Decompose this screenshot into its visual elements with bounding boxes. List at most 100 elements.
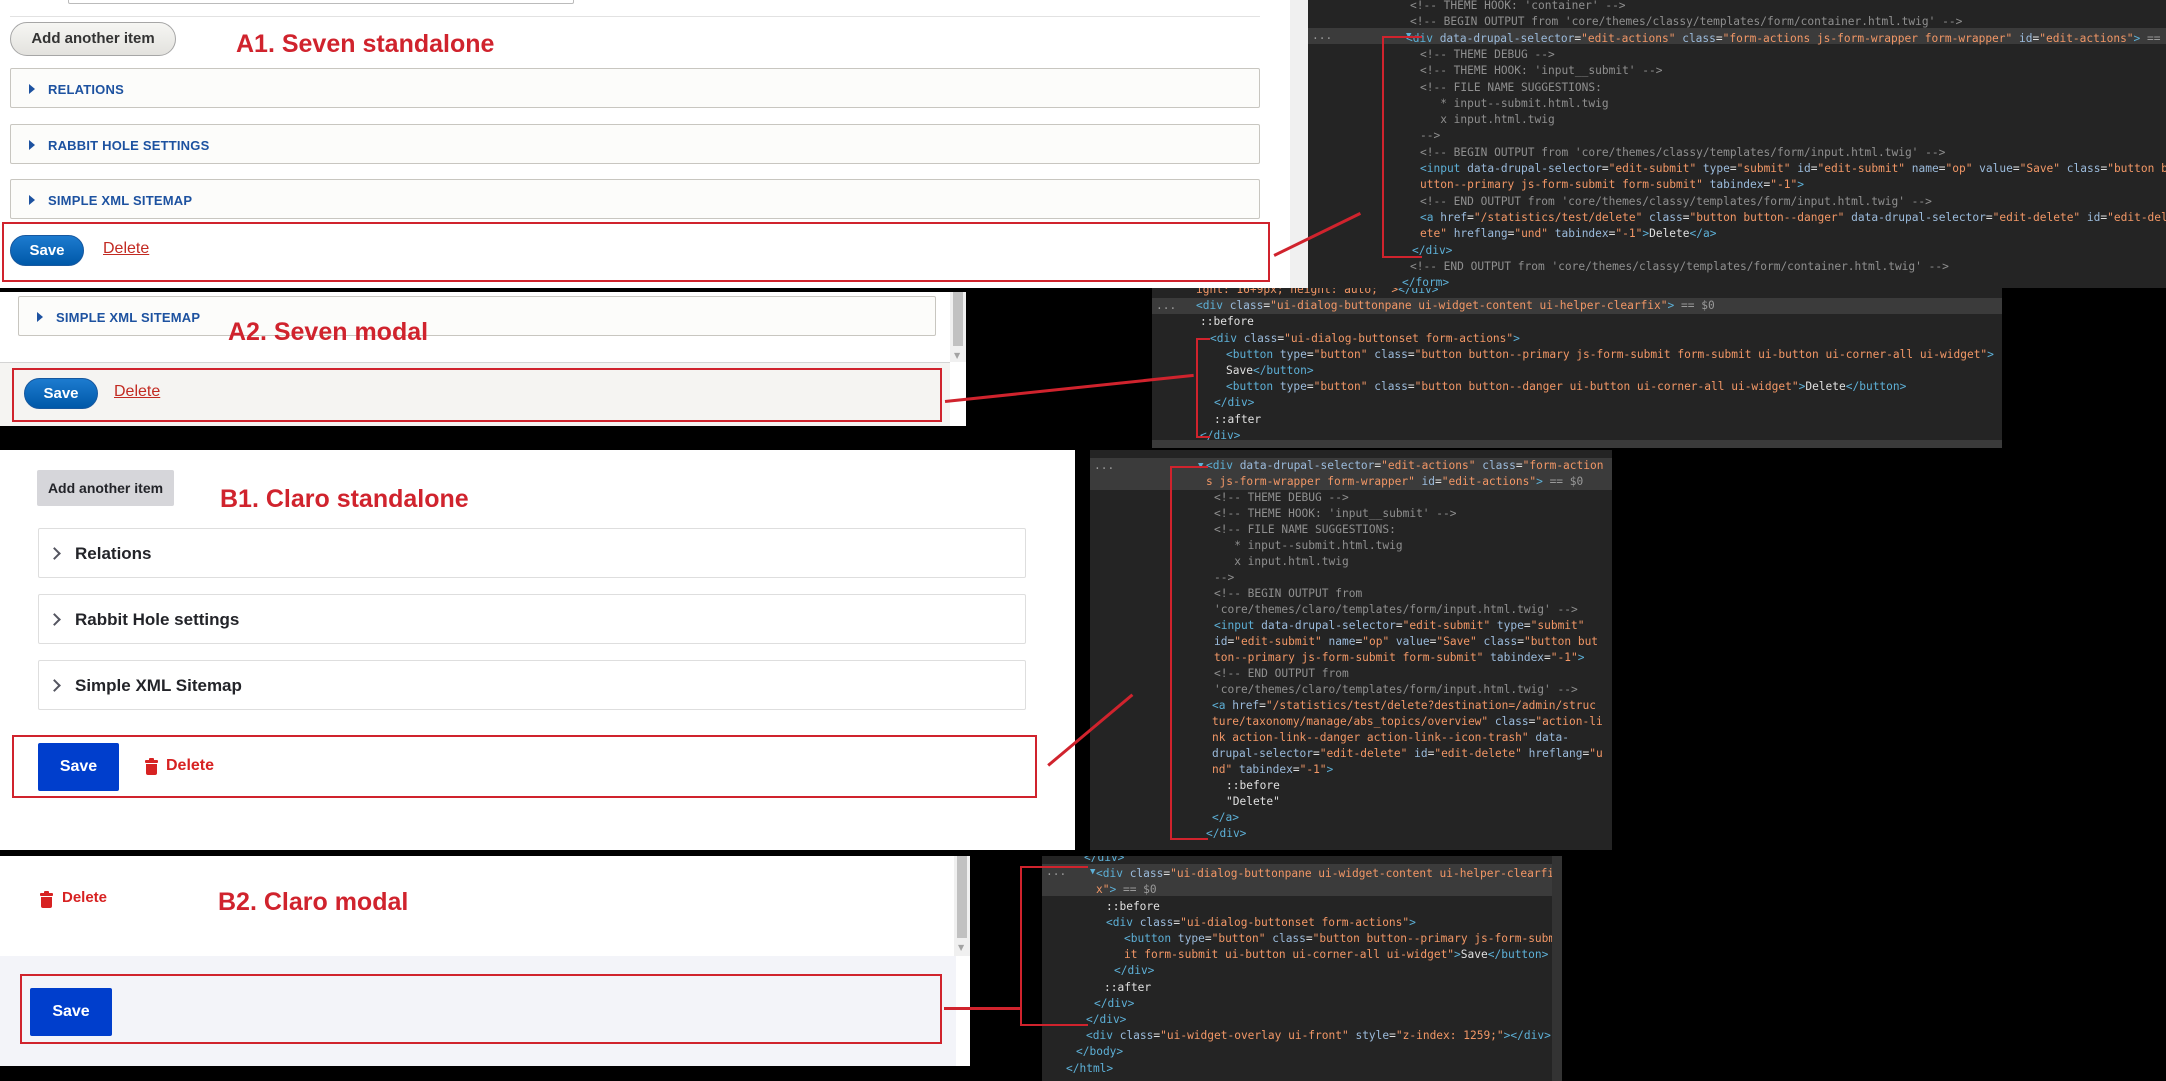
b1-code-line[interactable]: <input data-drupal-selector="edit-submit… xyxy=(1214,618,1585,634)
a2-code-line[interactable]: ::before xyxy=(1200,314,1254,330)
b1-code-line[interactable]: * input--submit.html.twig xyxy=(1214,538,1402,554)
b2-code-line[interactable]: </div> xyxy=(1086,1012,1126,1028)
b1-details-rabbit-hole[interactable]: Rabbit Hole settings xyxy=(38,594,1026,644)
b1-add-another-item-button[interactable]: Add another item xyxy=(37,470,174,506)
b1-code-line[interactable]: 'core/themes/claro/templates/form/input.… xyxy=(1214,682,1578,698)
a2-delete-link[interactable]: Delete xyxy=(114,383,161,400)
b1-code-line[interactable]: nk action-link--danger action-link--icon… xyxy=(1212,730,1569,746)
b1-code-line[interactable]: ::before xyxy=(1226,778,1280,794)
b1-details-simple-xml-sitemap[interactable]: Simple XML Sitemap xyxy=(38,660,1026,710)
b2-code-line[interactable]: </body> xyxy=(1076,1044,1123,1060)
b1-details-relations[interactable]: Relations xyxy=(38,528,1026,578)
b1-code-line[interactable]: s js-form-wrapper form-wrapper" id="edit… xyxy=(1206,474,1583,490)
a2-scrollbar-thumb[interactable] xyxy=(953,292,963,346)
b2-more-icon[interactable]: ... xyxy=(1046,865,1067,878)
a1-save-button[interactable]: Save xyxy=(10,235,84,266)
a1-code-token: = xyxy=(2100,162,2108,175)
a2-code-line[interactable]: <button type="button" class="button butt… xyxy=(1226,347,1994,363)
b2-code-line[interactable]: <div class="ui-dialog-buttonpane ui-widg… xyxy=(1096,866,1554,882)
b1-delete-link[interactable]: Delete xyxy=(166,757,215,774)
a2-code-line[interactable]: <div class="ui-dialog-buttonpane ui-widg… xyxy=(1196,298,1715,314)
b2-code-line[interactable]: </div> xyxy=(1084,856,1124,866)
a2-save-button[interactable]: Save xyxy=(24,378,98,409)
a1-code-line[interactable]: <!-- END OUTPUT from 'core/themes/classy… xyxy=(1410,259,1949,275)
b2-scroll-down-icon[interactable]: ▼ xyxy=(958,943,965,952)
a1-code-line[interactable]: * input--submit.html.twig xyxy=(1420,96,1608,112)
a1-code-line[interactable]: <!-- THEME DEBUG --> xyxy=(1420,47,1555,63)
a1-scrollbar[interactable] xyxy=(1290,0,1308,288)
b1-code-line[interactable]: ton--primary js-form-submit form-submit"… xyxy=(1214,650,1585,666)
b2-scrollbar-thumb[interactable] xyxy=(957,856,967,938)
b2-code-line[interactable]: x"> == $0 xyxy=(1096,882,1157,898)
a1-code-line[interactable]: <a href="/statistics/test/delete" class=… xyxy=(1420,210,2166,226)
b2-code-line[interactable]: </div> xyxy=(1094,996,1134,1012)
a1-code-line[interactable]: --> xyxy=(1420,128,1440,144)
b1-code-line[interactable]: 'core/themes/claro/templates/form/input.… xyxy=(1214,602,1578,618)
b1-code-line[interactable]: nd" tabindex="-1"> xyxy=(1212,762,1333,778)
a1-code-line[interactable]: <!-- BEGIN OUTPUT from 'core/themes/clas… xyxy=(1420,145,1945,161)
a1-code-line[interactable]: <!-- FILE NAME SUGGESTIONS: xyxy=(1420,80,1602,96)
b2-code-line[interactable]: <button type="button" class="button butt… xyxy=(1124,931,1555,947)
b1-code-line[interactable]: id="edit-submit" name="op" value="Save" … xyxy=(1214,634,1598,650)
b1-code-line[interactable]: <!-- END OUTPUT from xyxy=(1214,666,1349,682)
b1-code-line[interactable]: drupal-selector="edit-delete" id="edit-d… xyxy=(1212,746,1603,762)
a1-more-icon[interactable]: ... xyxy=(1312,29,1333,42)
a1-code-line[interactable]: utton--primary js-form-submit form-submi… xyxy=(1420,177,1804,193)
b1-save-button[interactable]: Save xyxy=(38,743,119,791)
a1-add-another-item-button[interactable]: Add another item xyxy=(10,22,176,56)
a1-code-line[interactable]: <!-- THEME HOOK: 'container' --> xyxy=(1410,0,1626,14)
a2-code-line[interactable]: ::after xyxy=(1214,412,1261,428)
a1-code-token: "button b xyxy=(2107,162,2166,175)
a2-code-line[interactable]: </div> xyxy=(1200,428,1240,444)
a1-code-line[interactable]: <!-- THEME HOOK: 'input__submit' --> xyxy=(1420,63,1662,79)
b1-code-line[interactable]: <a href="/statistics/test/delete?destina… xyxy=(1212,698,1596,714)
b1-code-line[interactable]: <!-- THEME DEBUG --> xyxy=(1214,490,1349,506)
a1-code-line[interactable]: x input.html.twig xyxy=(1420,112,1555,128)
a1-details-simple-xml-sitemap[interactable]: SIMPLE XML SITEMAP xyxy=(10,179,1260,219)
a2-code-line[interactable]: Save</button> xyxy=(1226,363,1314,379)
a1-code-line[interactable]: <div data-drupal-selector="edit-actions"… xyxy=(1406,31,2161,47)
b1-code-line[interactable]: --> xyxy=(1214,570,1234,586)
a2-code-line[interactable]: <div class="ui-dialog-buttonset form-act… xyxy=(1210,331,1520,347)
a2-devtools-scrollbar[interactable] xyxy=(1152,440,2002,448)
a2-details-simple-xml-sitemap[interactable]: SIMPLE XML SITEMAP xyxy=(18,296,936,336)
b1-code-line[interactable]: x input.html.twig xyxy=(1214,554,1349,570)
b1-code-line[interactable]: </a> xyxy=(1212,810,1239,826)
a1-code-line[interactable]: <input data-drupal-selector="edit-submit… xyxy=(1420,161,2166,177)
b1-code-line[interactable]: </div> xyxy=(1206,826,1246,842)
b2-expand-triangle-icon[interactable]: ▼ xyxy=(1090,867,1096,877)
b1-code-line[interactable]: <!-- FILE NAME SUGGESTIONS: xyxy=(1214,522,1396,538)
a1-details-relations[interactable]: RELATIONS xyxy=(10,68,1260,108)
b1-code-line[interactable]: <!-- BEGIN OUTPUT from xyxy=(1214,586,1362,602)
a2-scrollbar[interactable]: ▼ xyxy=(950,292,966,362)
a1-delete-link[interactable]: Delete xyxy=(103,240,150,257)
a2-code-line[interactable]: <button type="button" class="button butt… xyxy=(1226,379,1906,395)
b2-devtools-scrollbar[interactable] xyxy=(1552,856,1562,1081)
b1-code-line[interactable]: ture/taxonomy/manage/abs_topics/overview… xyxy=(1212,714,1603,730)
b2-scrollbar[interactable]: ▼ xyxy=(954,856,970,956)
a1-code-line[interactable]: </div> xyxy=(1412,243,1452,259)
a2-code-line[interactable]: ight: 16+9px; height: auto; "></div> xyxy=(1196,288,1439,298)
b2-code-line[interactable]: <div class="ui-widget-overlay ui-front" … xyxy=(1086,1028,1551,1044)
b1-more-icon[interactable]: ... xyxy=(1094,459,1115,472)
b1-code-line[interactable]: <div data-drupal-selector="edit-actions"… xyxy=(1206,458,1603,474)
b2-delete-link[interactable]: Delete xyxy=(62,889,108,906)
b2-code-line[interactable]: </div> xyxy=(1114,963,1154,979)
a1-code-line[interactable]: </form> xyxy=(1402,275,1449,288)
a1-code-line[interactable]: <!-- BEGIN OUTPUT from 'core/themes/clas… xyxy=(1410,14,1962,30)
a2-more-icon[interactable]: ... xyxy=(1156,299,1177,312)
a1-text-field[interactable] xyxy=(68,0,574,4)
b1-code-line[interactable]: "Delete" xyxy=(1226,794,1280,810)
b1-code-line[interactable]: <!-- THEME HOOK: 'input__submit' --> xyxy=(1214,506,1456,522)
b2-code-line[interactable]: <div class="ui-dialog-buttonset form-act… xyxy=(1106,915,1416,931)
a2-code-line[interactable]: </div> xyxy=(1214,395,1254,411)
b2-code-line[interactable]: it form-submit ui-button ui-corner-all u… xyxy=(1124,947,1548,963)
b2-code-line[interactable]: </html> xyxy=(1066,1061,1113,1077)
a1-code-line[interactable]: ete" hreflang="und" tabindex="-1">Delete… xyxy=(1420,226,1716,242)
b2-save-button[interactable]: Save xyxy=(30,988,112,1036)
a2-scroll-down-icon[interactable]: ▼ xyxy=(954,351,961,360)
a1-code-line[interactable]: <!-- END OUTPUT from 'core/themes/classy… xyxy=(1420,194,1932,210)
a1-details-rabbit-hole[interactable]: RABBIT HOLE SETTINGS xyxy=(10,124,1260,164)
b2-code-line[interactable]: ::after xyxy=(1104,980,1151,996)
b2-code-line[interactable]: ::before xyxy=(1106,899,1160,915)
